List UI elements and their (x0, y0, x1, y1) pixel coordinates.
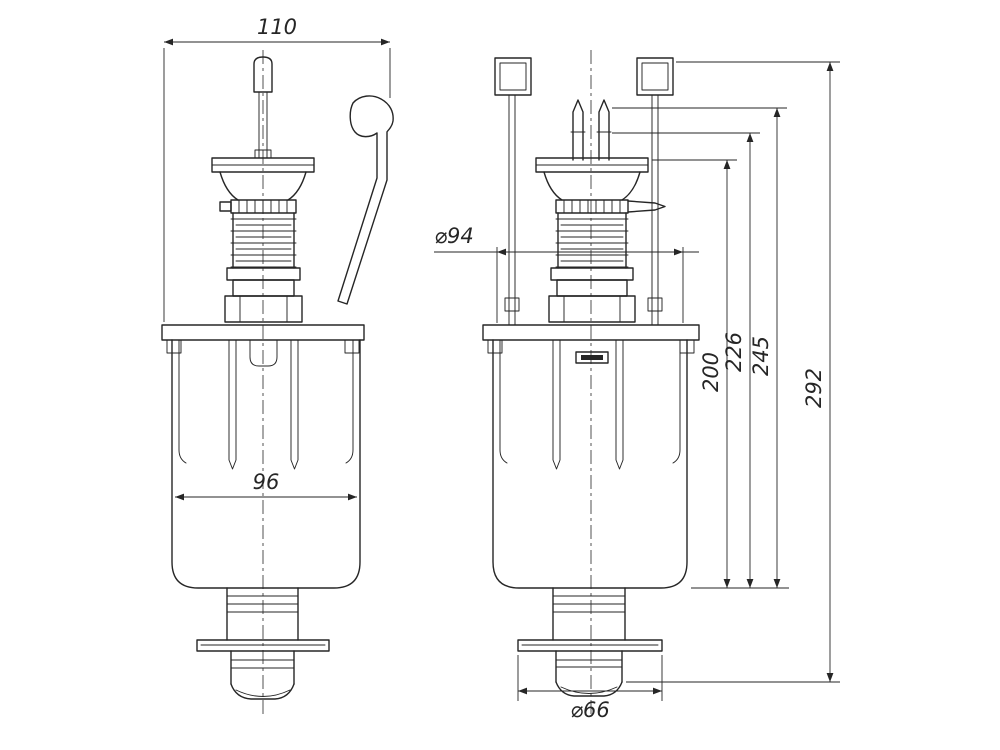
dim-height-226: 226 (612, 132, 760, 588)
dim-height-292-label: 292 (802, 368, 826, 408)
side-handle-lever (337, 95, 394, 305)
front-lever-tip (627, 200, 666, 213)
dim-upper-diameter: ⌀94 (434, 224, 699, 323)
dim-height-200-label: 200 (699, 352, 723, 392)
front-float-cup (535, 157, 649, 201)
dim-width-top: 110 (163, 15, 391, 322)
front-body (492, 339, 688, 589)
side-bellows (230, 212, 297, 269)
side-push-button (253, 56, 273, 159)
dim-height-226-label: 226 (722, 332, 746, 372)
front-collar (548, 267, 636, 323)
front-clamp-band (555, 199, 666, 214)
side-view (161, 50, 394, 714)
dim-width-top-label: 110 (257, 15, 297, 39)
front-view (482, 50, 700, 714)
dim-height-200: 200 (652, 159, 737, 588)
dim-outlet-diameter: ⌀66 (517, 655, 663, 722)
dimension-annotations: 110 96 ⌀94 ⌀66 200 (163, 15, 840, 722)
front-bellows (555, 212, 629, 269)
front-outlet (517, 587, 663, 697)
front-mounting-clips (494, 57, 674, 326)
side-float-cup (211, 149, 315, 201)
front-body-slot (575, 351, 609, 364)
dim-outlet-diameter-label: ⌀66 (570, 698, 609, 722)
side-flange-plate (161, 324, 365, 354)
dim-height-292: 292 (626, 61, 840, 683)
side-body (171, 339, 361, 589)
side-clamp-band (219, 199, 297, 214)
front-fork-prongs (570, 99, 612, 161)
dim-upper-diameter-label: ⌀94 (434, 224, 473, 248)
dim-height-245: 245 (612, 107, 787, 588)
dim-body-width-label: 96 (253, 470, 280, 494)
dim-height-245-label: 245 (749, 336, 773, 376)
side-collar (224, 267, 303, 323)
dim-body-width: 96 (175, 470, 357, 501)
side-outlet (196, 587, 330, 700)
